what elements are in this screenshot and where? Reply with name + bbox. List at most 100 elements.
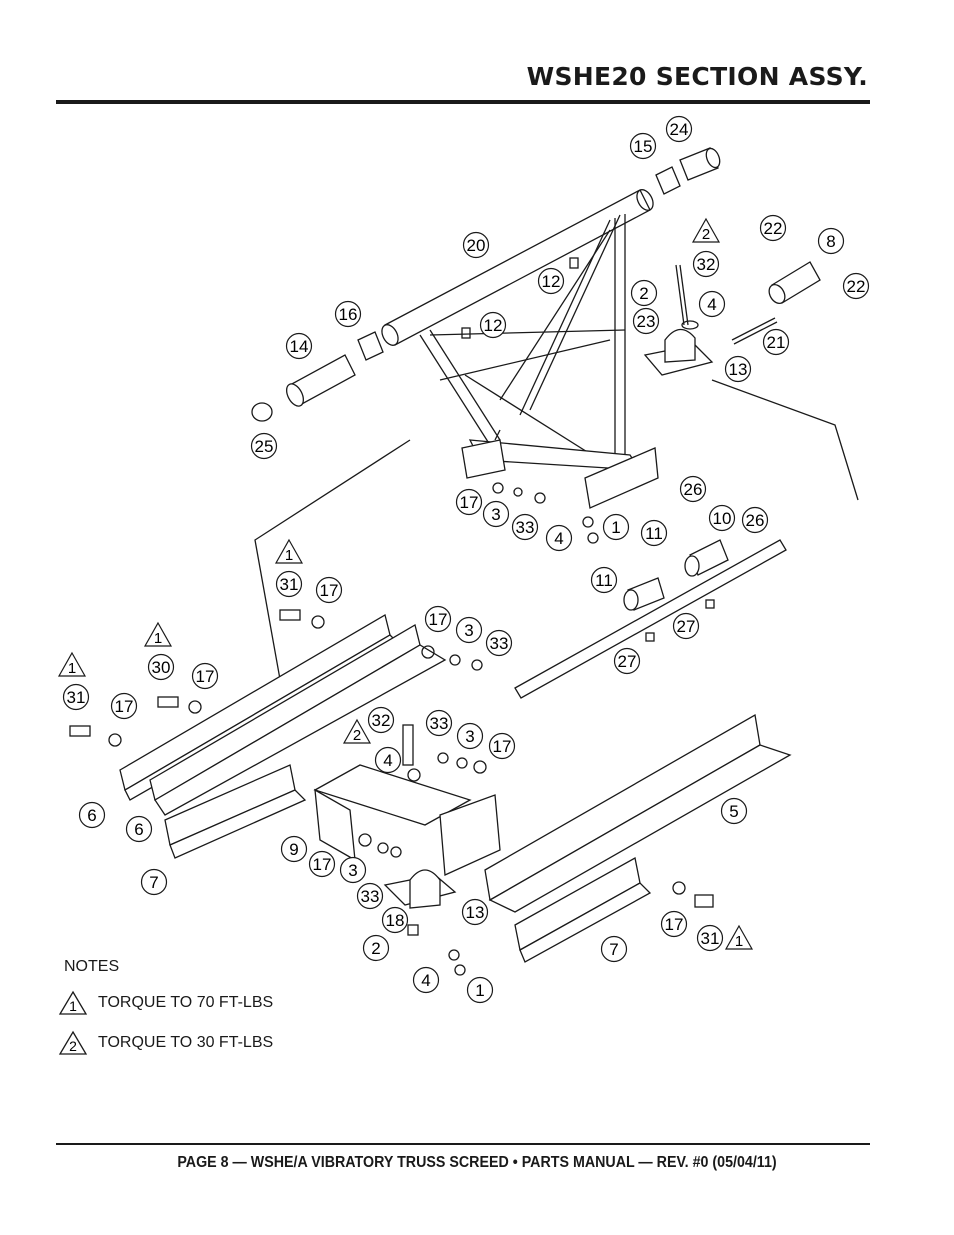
angle-bar-6-b [149,624,447,816]
callout-label: 32 [697,255,716,274]
main-tube [381,189,654,346]
notes-heading: NOTES [64,958,120,975]
callout-label: 27 [677,617,696,636]
truss-frame [419,214,659,509]
callout-label: 33 [361,887,380,906]
callout-label: 13 [466,903,485,922]
callout-circle [412,966,440,994]
pillow-block-top [643,264,714,376]
callout-circle [665,115,693,143]
callout-label: 12 [542,272,561,291]
callout-label: 4 [554,529,563,548]
callout-label: 17 [429,610,448,629]
callout-circle [590,566,618,594]
callout-circle [110,692,138,720]
callout-label: 13 [729,360,748,379]
callout-label: 17 [196,667,215,686]
callout-circle [285,332,313,360]
torque-triangle-icon [143,621,173,647]
torque-triangle-icon [57,651,87,677]
callout-circle [762,328,790,356]
callout-circle [660,910,688,938]
callout-circle [455,616,483,644]
callout-label: 2 [371,939,380,958]
note-2-text: TORQUE TO 30 FT-LBS [98,1034,274,1051]
torque-triangle-icon: 1 [58,990,88,1015]
callout-label: 27 [618,652,637,671]
callout-label: 7 [609,940,618,959]
callout-label: 1 [475,981,484,1000]
page-title: WSHE20 SECTION ASSY. [526,62,868,91]
callout-label: 22 [847,277,866,296]
callout-label: 4 [421,971,430,990]
note-2-marker: 2 [69,1038,77,1054]
torque-triangle-label: 2 [353,727,361,744]
callout-group: 2415201212161425228223224232113173334126… [62,115,870,1004]
callout-circle [250,432,278,460]
footer-rule [56,1143,870,1145]
callout-circle [488,732,516,760]
callout-circle [275,570,303,598]
callout-label: 5 [729,802,738,821]
torque-triangle-label: 1 [735,933,743,950]
shaft-couplers [623,539,729,611]
callout-circle [482,500,510,528]
callout-label: 33 [430,714,449,733]
bracket-9 [313,764,501,876]
callout-circle [817,227,845,255]
torque-triangle-icon [274,538,304,564]
callout-circle [759,214,787,242]
callout-label: 18 [386,911,405,930]
callout-label: 7 [149,873,158,892]
callout-circle [466,976,494,1004]
torque-triangle-label: 1 [285,547,293,564]
callout-circle [147,653,175,681]
callout-label: 11 [645,524,663,543]
callout-circle [640,519,668,547]
callout-circle [485,629,513,657]
header-rule [56,100,870,104]
torque-triangle-icon: 2 [58,1030,88,1055]
callout-circle [696,924,724,952]
callout-circle [724,355,752,383]
callout-label: 8 [826,232,835,251]
callout-label: 4 [707,295,716,314]
callout-circle [339,856,367,884]
callout-label: 3 [464,621,473,640]
callout-circle [720,797,748,825]
page-footer: PAGE 8 — WSHE/A VIBRATORY TRUSS SCREED •… [177,1154,777,1171]
callout-label: 17 [493,737,512,756]
callout-circle [842,272,870,300]
callout-label: 33 [490,634,509,653]
callout-label: 3 [465,727,474,746]
coupler-8 [731,261,821,345]
callout-circle [362,934,390,962]
callout-label: 17 [320,581,339,600]
callout-label: 22 [764,219,783,238]
callout-label: 31 [280,575,299,594]
callout-label: 31 [67,688,86,707]
callout-label: 20 [467,236,486,255]
callout-circle [424,605,452,633]
set-screws [461,257,579,339]
callout-circle [280,835,308,863]
callout-label: 17 [665,915,684,934]
callout-label: 17 [313,855,332,874]
callout-label: 15 [634,137,653,156]
callout-circle [455,488,483,516]
callout-label: 3 [491,505,500,524]
callout-label: 32 [372,711,391,730]
callout-circle [461,898,489,926]
note-2: 2 TORQUE TO 30 FT-LBS [58,1030,273,1056]
callout-circle [511,513,539,541]
callout-circle [545,524,573,552]
callout-circle [629,132,657,160]
callout-label: 6 [134,820,143,839]
callout-label: 16 [339,305,358,324]
angle-bar-7-left [164,764,307,859]
note-1-marker: 1 [69,998,77,1014]
angle-bar-7-right [514,856,652,963]
callout-circle [537,267,565,295]
callout-label: 17 [115,697,134,716]
callout-circle [78,801,106,829]
